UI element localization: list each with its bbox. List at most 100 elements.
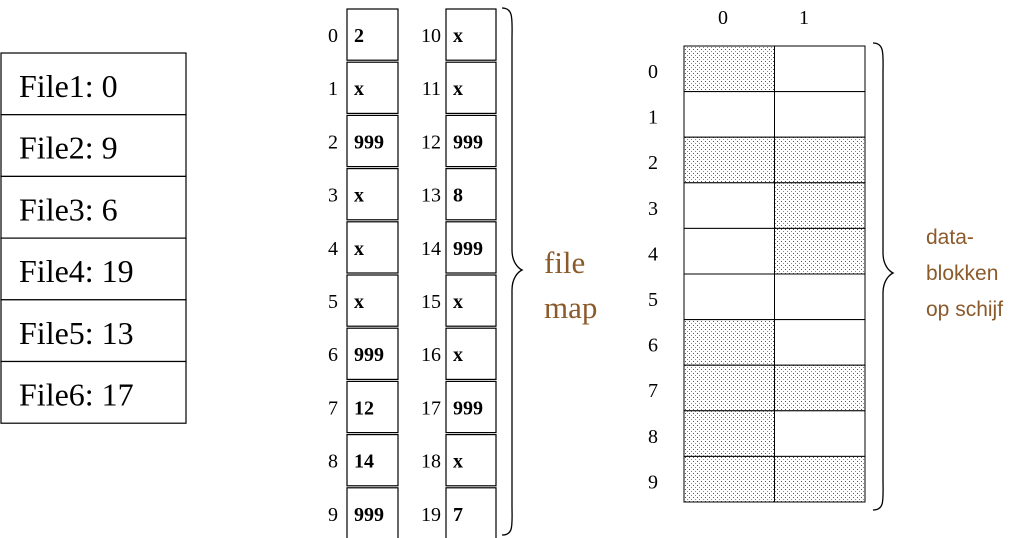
file-map-cell xyxy=(346,221,399,274)
disk-block-free xyxy=(683,273,775,321)
file-map-label-line1: file xyxy=(544,245,585,280)
file-map-entry: 16 x xyxy=(421,327,497,381)
file-map-value: x xyxy=(453,78,463,100)
file-map-cell xyxy=(346,434,399,487)
disk-row-label: 5 xyxy=(648,289,658,311)
file-map-index: 6 xyxy=(328,344,338,366)
file-map-index: 2 xyxy=(328,131,338,153)
disk-block-used xyxy=(683,455,775,503)
file-map-index: 15 xyxy=(421,291,441,313)
file-map-cell xyxy=(346,114,399,168)
file-table-cell xyxy=(0,114,187,177)
disk-row-label: 3 xyxy=(648,198,658,220)
file-map-cell xyxy=(346,327,399,381)
file-map-cell xyxy=(445,221,497,274)
disk-blocks-label: data- blokken op schijf xyxy=(926,226,1003,321)
file-map-cell xyxy=(445,487,497,538)
file-map-entry: 12 999 xyxy=(421,114,497,168)
disk-block-free xyxy=(683,182,775,229)
file-map-entry: 15 x xyxy=(421,274,497,327)
disk-block-used xyxy=(774,455,866,503)
file-map-value: 14 xyxy=(354,451,374,473)
disk-blocks-brace xyxy=(872,42,895,511)
disk-row-label: 0 xyxy=(648,61,658,83)
file-entry-label: File5: 13 xyxy=(19,315,134,351)
file-map-index: 7 xyxy=(328,397,338,419)
file-entry-label: File4: 19 xyxy=(19,253,134,289)
disk-row-label: 1 xyxy=(648,107,658,129)
file-map-index: 1 xyxy=(328,78,338,100)
file-map-cell xyxy=(346,168,399,221)
disk-row-label: 9 xyxy=(648,471,658,493)
disk-block-used xyxy=(683,364,775,412)
file-map-value: x xyxy=(453,344,463,366)
disk-row-label: 2 xyxy=(648,152,658,174)
file-map-cell xyxy=(445,380,497,434)
file-map-index: 3 xyxy=(328,185,338,207)
file-table-row: File4: 19 xyxy=(0,237,187,301)
file-map-index: 19 xyxy=(421,504,441,526)
file-map-cell xyxy=(445,434,497,487)
file-table-cell xyxy=(0,52,187,116)
file-map-value: 7 xyxy=(453,504,463,526)
disk-label-line1: data- xyxy=(926,226,974,249)
disk-row-label: 7 xyxy=(648,380,658,402)
file-map-cell xyxy=(445,114,497,168)
disk-block-used xyxy=(683,45,775,93)
file-map-value: 2 xyxy=(354,25,364,47)
disk-block-free xyxy=(774,319,866,366)
file-map-cell xyxy=(346,8,399,61)
file-map-value: x xyxy=(354,291,364,313)
file-entry-label: File3: 6 xyxy=(19,191,118,227)
disk-row-label: 6 xyxy=(648,335,658,357)
file-map-cell xyxy=(445,274,497,327)
file-map-index: 12 xyxy=(421,131,441,153)
file-map-index: 10 xyxy=(421,25,441,47)
disk-column-header: 1 xyxy=(799,7,809,29)
file-map-cell xyxy=(346,487,399,538)
file-map-value: x xyxy=(453,291,463,313)
file-map-label-line2: map xyxy=(544,290,597,325)
disk-label-line2: blokken xyxy=(926,262,998,285)
file-map-index: 5 xyxy=(328,291,338,313)
file-entry-label: File1: 0 xyxy=(19,68,118,104)
file-map-index: 11 xyxy=(422,78,441,100)
file-map-index: 0 xyxy=(328,25,338,47)
file-map-value: 999 xyxy=(354,344,384,366)
file-table-row: File3: 6 xyxy=(0,175,187,239)
disk-column-header: 0 xyxy=(718,7,728,29)
disk-block-free xyxy=(774,273,866,321)
file-table: File1: 0 File2: 9 File3: 6 File4: 19 File5: … xyxy=(0,52,187,424)
file-map-index: 16 xyxy=(421,344,441,366)
file-map-value: 999 xyxy=(453,131,483,153)
file-table-row: File6: 17 xyxy=(0,360,187,424)
file-entry-label: File2: 9 xyxy=(19,130,118,166)
file-table-cell xyxy=(0,237,187,301)
disk-block-free xyxy=(774,91,866,138)
disk-row-label: 4 xyxy=(648,243,658,265)
disk-block-used xyxy=(774,136,866,184)
file-map-value: 8 xyxy=(453,185,463,207)
file-map-index: 13 xyxy=(421,185,441,207)
file-map-value: 999 xyxy=(453,238,483,260)
file-map-cell xyxy=(346,61,399,115)
file-map-entry: 13 8 xyxy=(421,168,497,221)
file-map-entry: 6 999 xyxy=(328,327,399,381)
disk-block-free xyxy=(683,91,775,138)
file-table-cell xyxy=(0,175,187,239)
disk-block-free xyxy=(774,45,866,93)
file-map-cell xyxy=(445,168,497,221)
file-map-value: x xyxy=(453,25,463,47)
